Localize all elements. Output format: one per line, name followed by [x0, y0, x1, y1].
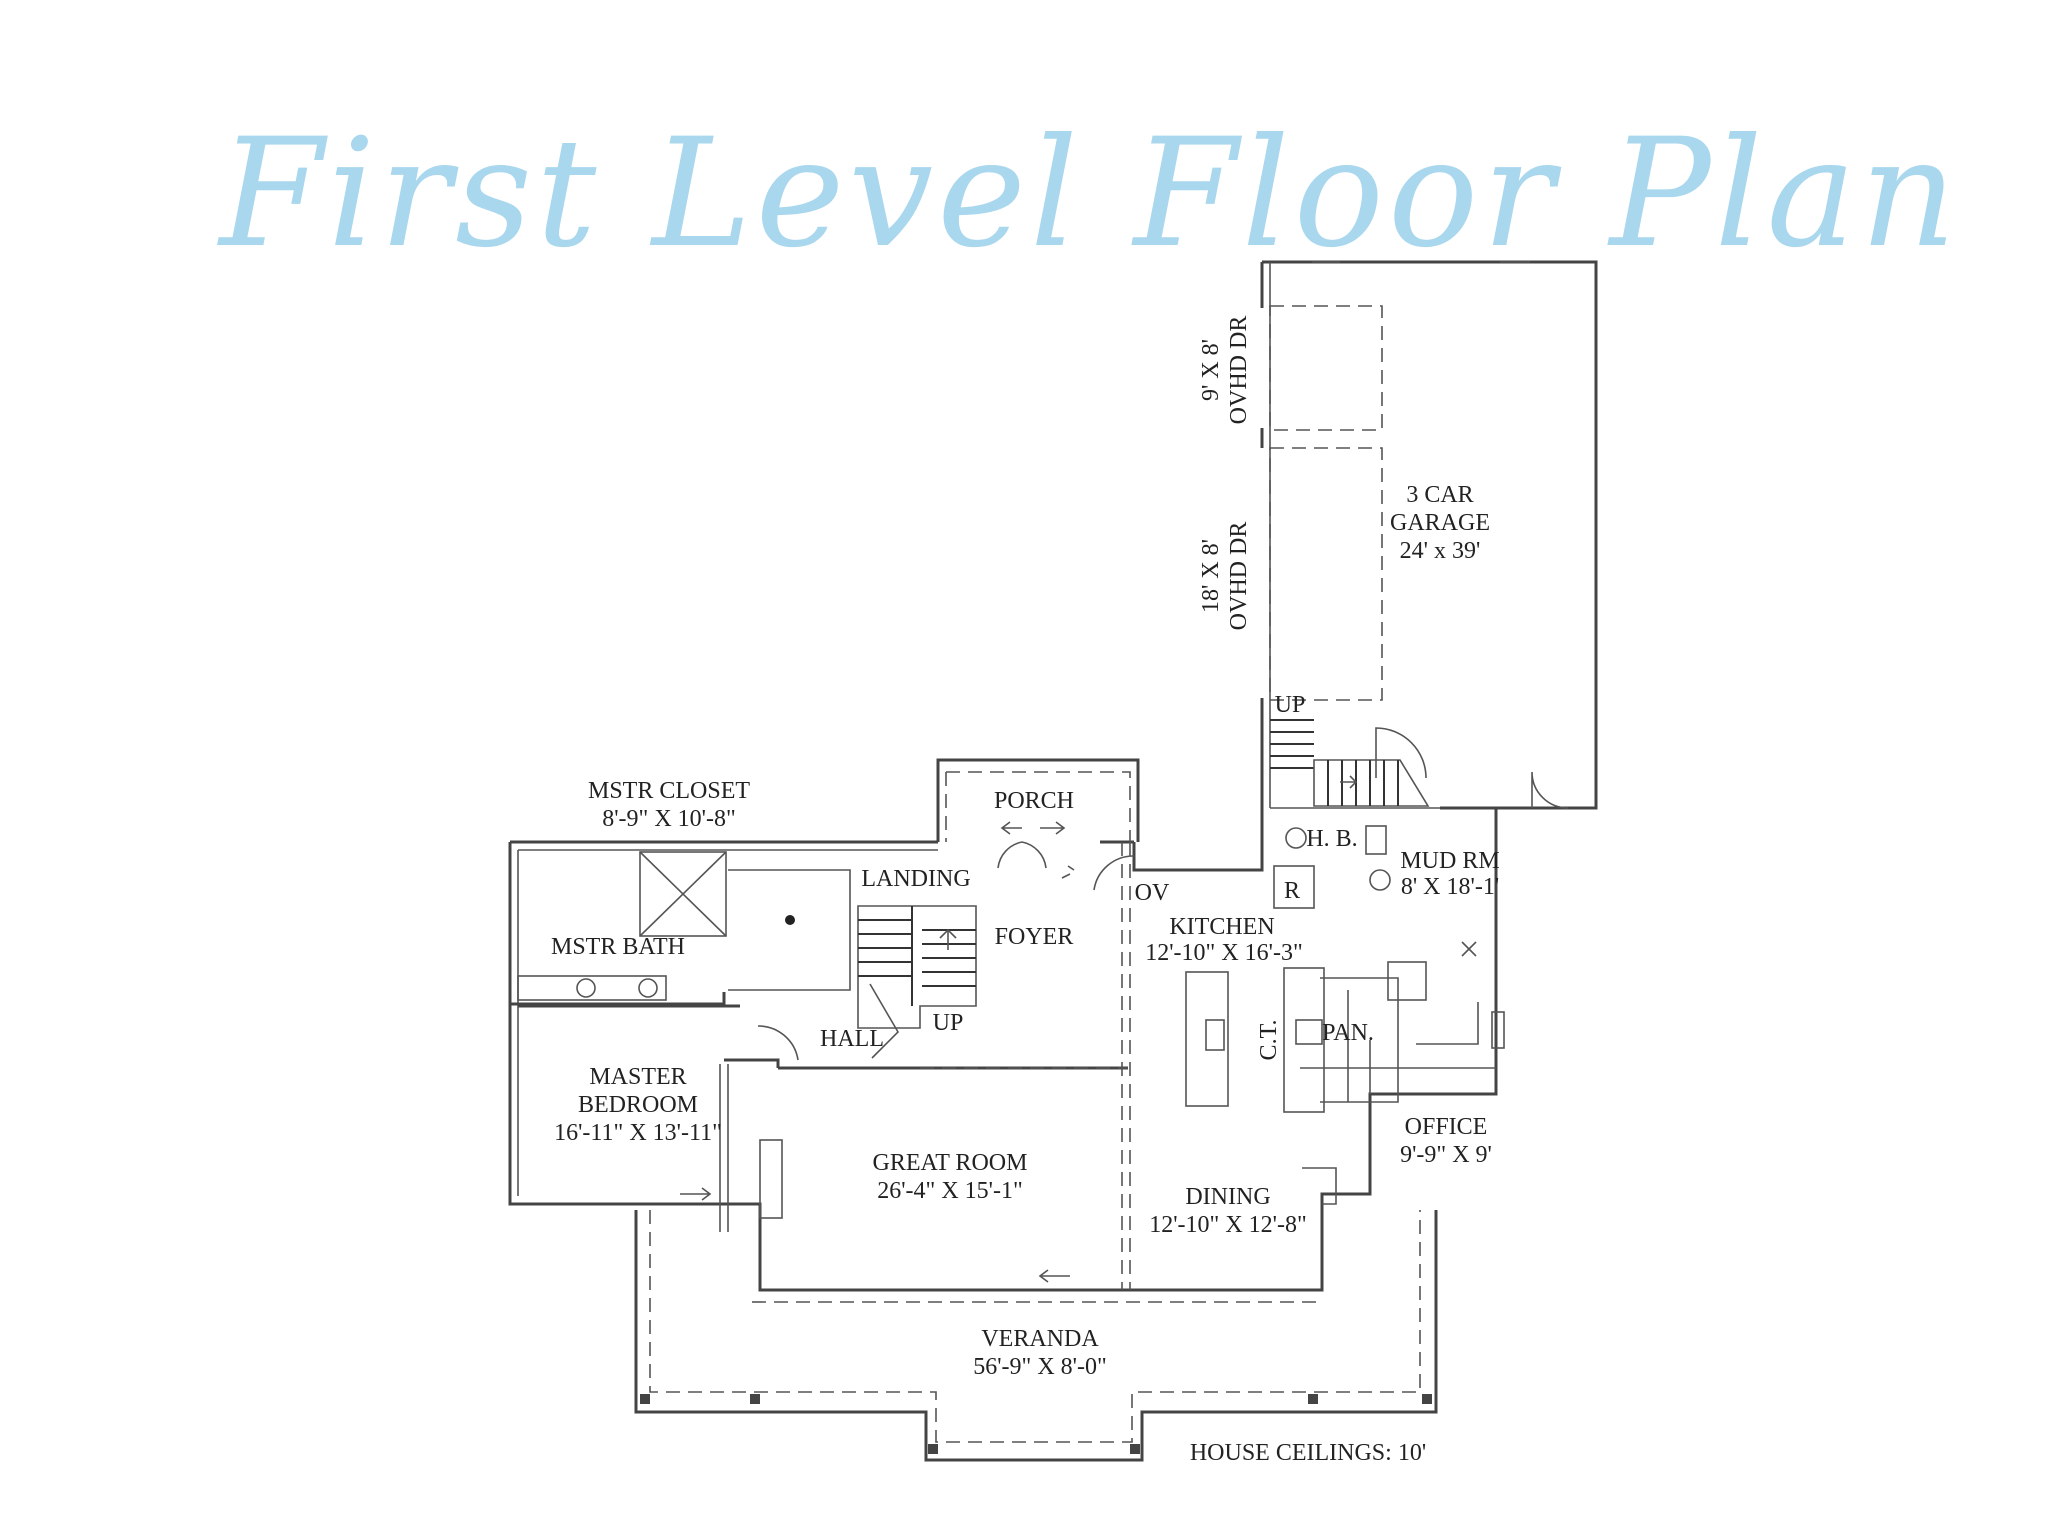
garage-walls — [1260, 260, 1598, 810]
hall-label: HALL — [820, 1026, 884, 1052]
plan-title: First Level Floor Plan — [216, 107, 1960, 281]
pantry-label: PAN. — [1322, 1020, 1374, 1046]
garage-stairs-up-label: UP — [1275, 692, 1306, 718]
kitchen-fixtures — [1185, 825, 1505, 1205]
overhead-door-label: OVHD DR — [1226, 316, 1252, 425]
garage-label: 3 CAR — [1406, 482, 1473, 508]
house-walls — [508, 806, 1498, 1292]
porch-area — [936, 758, 1140, 891]
overhead-door-label: OVHD DR — [1226, 522, 1252, 631]
half-bath-label: H. B. — [1306, 826, 1357, 852]
garage-size: 24' x 39' — [1400, 538, 1481, 564]
office-label: OFFICE — [1405, 1114, 1488, 1140]
office-size: 9'-9" X 9' — [1400, 1142, 1492, 1168]
mud-room-label: MUD RM — [1400, 848, 1499, 874]
overhead-door-label: 18' X 8' — [1198, 539, 1224, 613]
veranda-label: VERANDA — [981, 1326, 1099, 1352]
stairs-up-label: UP — [933, 1010, 964, 1036]
garage-stairs — [1270, 719, 1430, 807]
master-closet-label: MSTR CLOSET — [588, 778, 750, 804]
master-bedroom-size: 16'-11" X 13'-11" — [554, 1120, 722, 1146]
porch-label: PORCH — [994, 788, 1074, 814]
foyer-label: FOYER — [995, 924, 1074, 950]
master-suite — [517, 851, 900, 1232]
kitchen-label: KITCHEN — [1169, 914, 1274, 940]
kitchen-size: 12'-10" X 16'-3" — [1145, 940, 1303, 966]
master-bath-label: MSTR BATH — [551, 934, 685, 960]
refrigerator-label: R — [1284, 878, 1300, 904]
garage-label: GARAGE — [1390, 510, 1490, 536]
ceilings-note: HOUSE CEILINGS: 10' — [1190, 1440, 1426, 1466]
veranda-size: 56'-9" X 8'-0" — [973, 1354, 1107, 1380]
countertop-label: C.T. — [1256, 1020, 1282, 1061]
landing-label: LANDING — [861, 866, 970, 892]
veranda — [634, 1210, 1438, 1462]
mud-room-size: 8' X 18'-1' — [1401, 874, 1499, 900]
great-room-size: 26'-4" X 15'-1" — [877, 1178, 1023, 1204]
dining-size: 12'-10" X 12'-8" — [1149, 1212, 1307, 1238]
main-stairs — [857, 905, 977, 1029]
master-closet-size: 8'-9" X 10'-8" — [602, 806, 736, 832]
dining-label: DINING — [1185, 1184, 1270, 1210]
great-room-label: GREAT ROOM — [873, 1150, 1028, 1176]
master-bedroom-label: BEDROOM — [578, 1092, 698, 1118]
oven-label: OV — [1135, 880, 1170, 906]
master-bedroom-label: MASTER — [589, 1064, 686, 1090]
overhead-door-label: 9' X 8' — [1198, 339, 1224, 401]
